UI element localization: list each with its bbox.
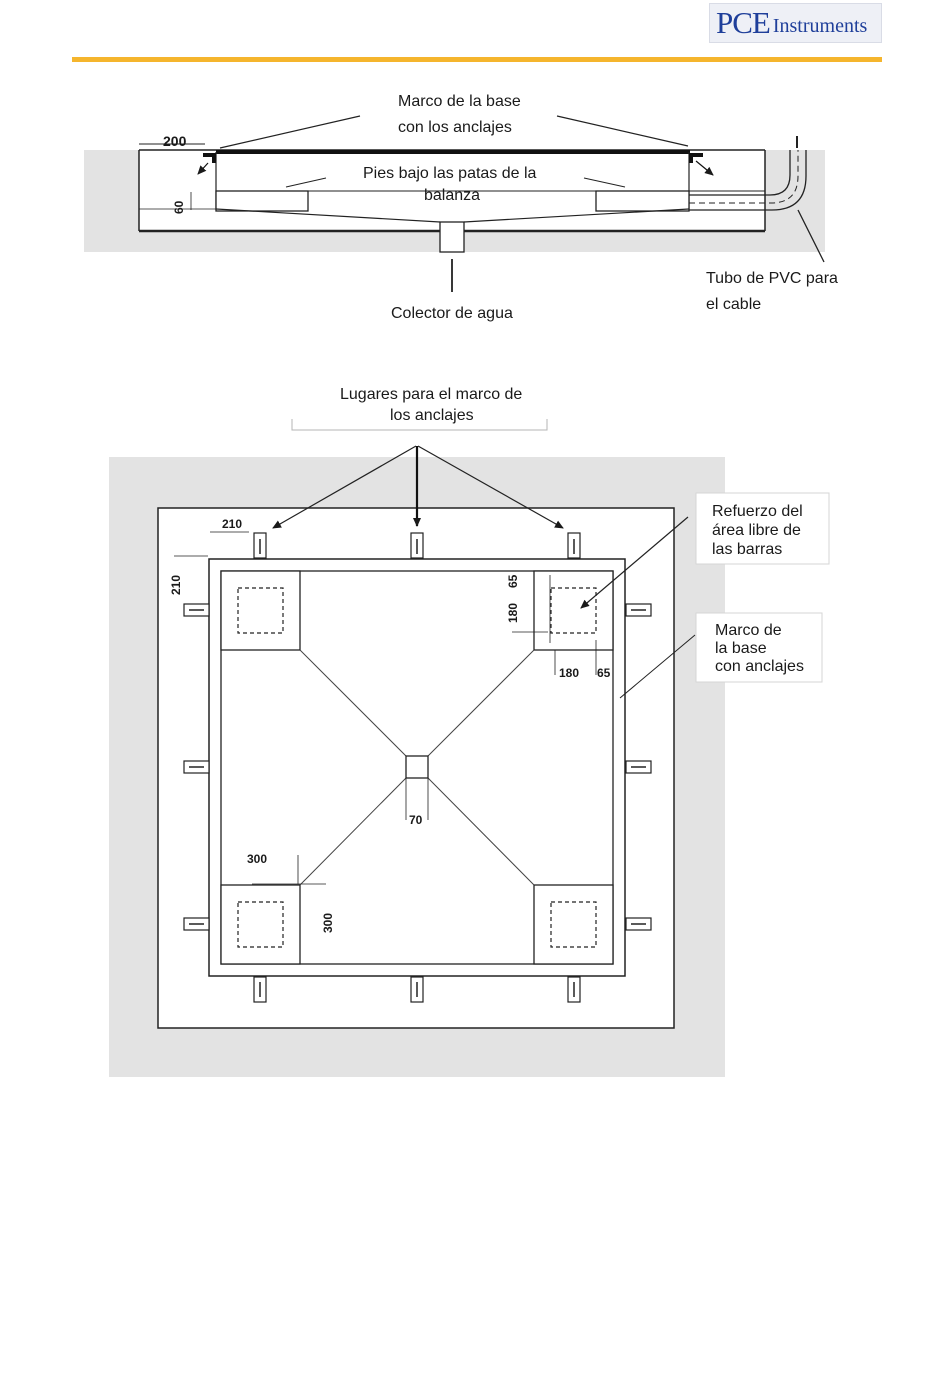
dim-65-right: 65 [597, 666, 611, 680]
water-collector [440, 222, 464, 252]
label-base-line1: Marco de [715, 622, 782, 639]
section-view: 200 60 Marco de la base con los anclajes… [84, 93, 838, 322]
label-places-line1: Lugares para el marco de [340, 386, 522, 403]
label-collector: Colector de agua [391, 305, 513, 322]
label-base-line3: con anclajes [715, 658, 804, 675]
dim-300-horiz: 300 [247, 852, 267, 866]
label-pipe-line2: el cable [706, 296, 761, 313]
dim-60: 60 [172, 200, 186, 214]
foot-right [596, 191, 689, 211]
foot-pad-tr [534, 571, 613, 650]
label-feet-line1: Pies bajo las patas de la [363, 165, 537, 182]
foot-left [216, 191, 308, 211]
label-base-line2: la base [715, 640, 767, 657]
dim-180-vert: 180 [506, 603, 520, 623]
center-sump [406, 756, 428, 778]
foot-pad-tl [221, 571, 300, 650]
plan-view: Lugares para el marco de los anclajes [109, 386, 829, 1077]
dim-70: 70 [409, 813, 423, 827]
label-reinf-line3: las barras [712, 541, 782, 558]
label-pipe-line1: Tubo de PVC para [706, 270, 838, 287]
foot-pad-br [534, 885, 613, 964]
label-frame-line1: Marco de la base [398, 93, 521, 110]
foot-pad-bl [221, 885, 300, 964]
dim-200: 200 [163, 133, 187, 149]
dim-210-left: 210 [169, 575, 183, 595]
dim-300-vert: 300 [321, 913, 335, 933]
label-reinf-line1: Refuerzo del [712, 503, 803, 520]
label-feet-line2: balanza [424, 187, 480, 204]
dim-210-top: 210 [222, 517, 242, 531]
label-frame-line2: con los anclajes [398, 119, 512, 136]
label-places-line2: los anclajes [390, 407, 474, 424]
dim-65-top: 65 [506, 574, 520, 588]
dim-180-horiz: 180 [559, 666, 579, 680]
label-reinf-line2: área libre de [712, 522, 801, 539]
